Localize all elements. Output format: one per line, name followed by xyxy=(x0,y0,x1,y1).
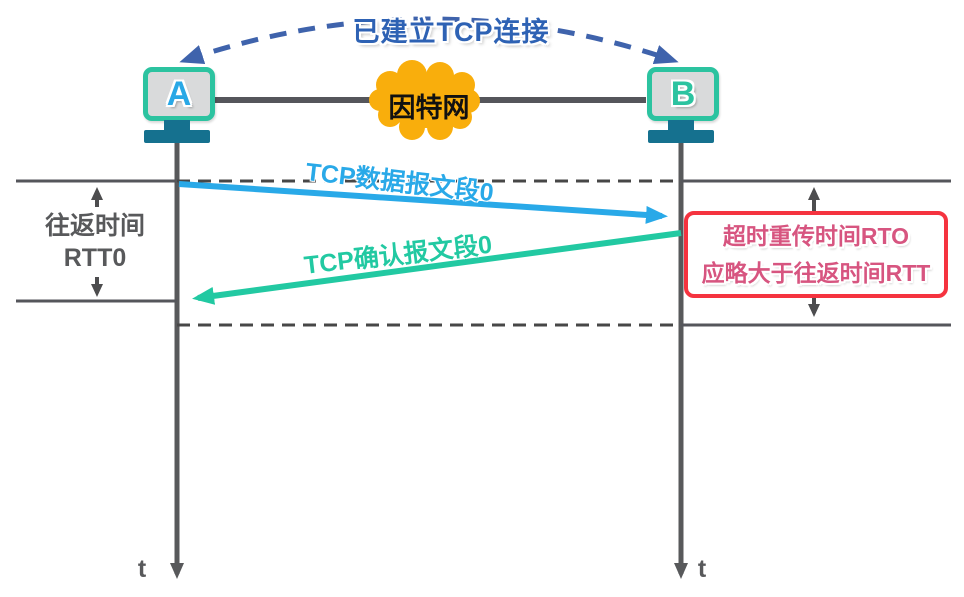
host-b-computer-icon: B xyxy=(647,67,719,121)
host-a-stand-base xyxy=(144,130,210,143)
time-axis-label-b: t xyxy=(697,555,707,583)
ack-segment-arrow xyxy=(192,230,682,305)
internet-cloud-icon xyxy=(369,60,480,140)
tcp-connection-arc xyxy=(179,16,679,65)
host-b-label: B xyxy=(670,75,696,113)
rtt-label: 往返时间 RTT0 xyxy=(22,210,168,274)
host-a-stand-neck xyxy=(164,120,190,132)
host-a-computer-icon: A xyxy=(143,67,215,121)
host-b-stand-base xyxy=(648,130,714,143)
rto-note-box: 超时重传时间RTO 应略大于往返时间RTT xyxy=(684,211,948,298)
rto-note-line1: 超时重传时间RTO xyxy=(722,222,910,249)
data-segment-arrow xyxy=(178,181,668,224)
host-a-label: A xyxy=(166,75,192,113)
time-axis-label-a: t xyxy=(137,555,147,583)
internet-label: 因特网 xyxy=(388,93,470,123)
connection-established-title: 已建立TCP连接 xyxy=(352,17,550,47)
rtt-label-line2: RTT0 xyxy=(63,244,127,272)
host-b-stand-neck xyxy=(668,120,694,132)
rto-note-line2: 应略大于往返时间RTT xyxy=(701,259,931,286)
rtt-label-line1: 往返时间 xyxy=(44,212,145,240)
